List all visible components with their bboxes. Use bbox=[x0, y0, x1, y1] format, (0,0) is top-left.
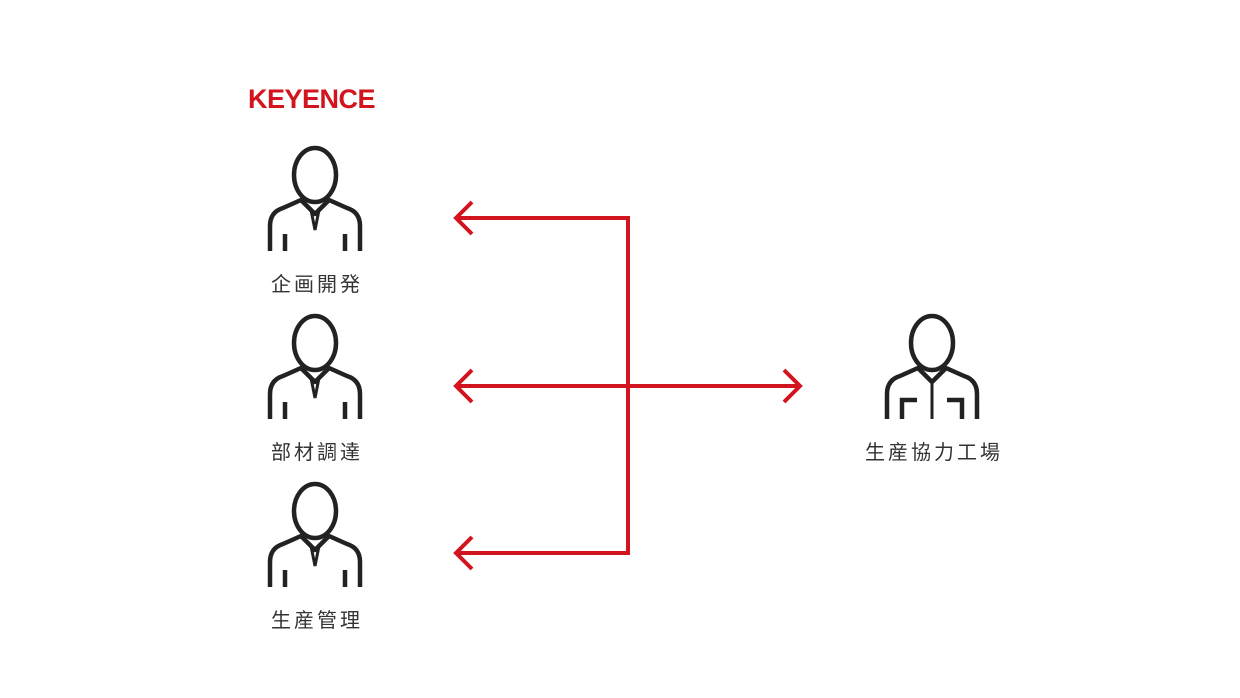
role-label-procurement: 部材調達 bbox=[271, 440, 363, 464]
arrowhead-left-icon bbox=[453, 200, 474, 236]
arrowhead-right-icon bbox=[782, 368, 803, 404]
arrowhead-left-icon bbox=[453, 368, 474, 404]
connector-arrows bbox=[453, 200, 803, 571]
worker-icon-partner-factory bbox=[887, 316, 977, 419]
role-label-production-control: 生産管理 bbox=[271, 608, 363, 632]
person-icon-planning bbox=[270, 148, 360, 251]
person-icon-procurement bbox=[270, 316, 360, 419]
role-label-planning: 企画開発 bbox=[271, 272, 363, 296]
partner-factory-label: 生産協力工場 bbox=[865, 440, 1003, 464]
keyence-logo: KEYENCE bbox=[248, 84, 376, 114]
person-icon-production-control bbox=[270, 484, 360, 587]
arrowhead-left-icon bbox=[453, 535, 474, 571]
